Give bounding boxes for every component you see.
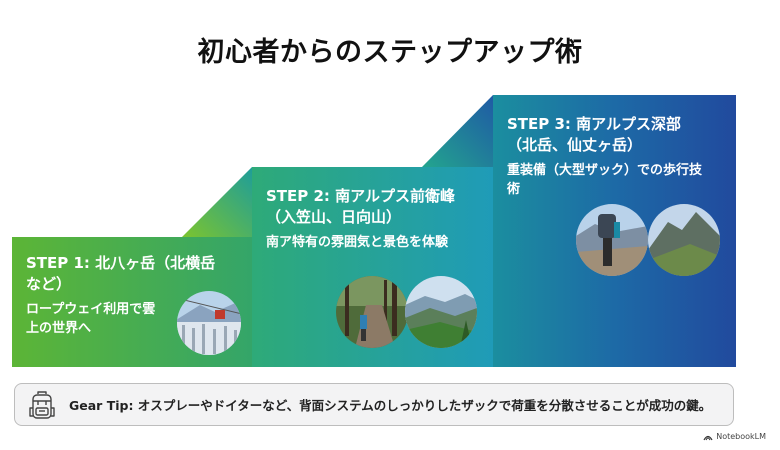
step-1-title-line2: など） [26,275,72,293]
step-1-desc-line2: 上の世界へ [26,321,92,336]
step-3-title: STEP 3: 南アルプス深部 （北岳、仙丈ヶ岳） [507,114,729,156]
step-3-title-line1: STEP 3: 南アルプス深部 [507,115,682,133]
brand-label: NotebookLM [716,432,766,441]
green-mountain-range-photo [405,276,477,348]
notebooklm-logo-icon [703,435,713,440]
step-2-card: STEP 2: 南アルプス前衛峰 （入笠山、日向山） 南ア特有の雰囲気と景色を体… [266,186,486,252]
rocky-peak-photo [648,204,720,276]
step-3-card: STEP 3: 南アルプス深部 （北岳、仙丈ヶ岳） 重装備（大型ザック）での歩行… [507,114,729,199]
backpacker-ridge-photo [576,204,648,276]
step-3-desc-line1: 重装備（大型ザック）での歩行技 [507,163,703,178]
step-2-title-line2: （入笠山、日向山） [266,208,402,226]
step-1-card: STEP 1: 北八ヶ岳（北横岳 など） ロープウェイ利用で雲 上の世界へ [26,253,236,338]
notebooklm-brand: NotebookLM [703,432,766,441]
step-3-title-line2: （北岳、仙丈ヶ岳） [507,136,643,154]
step-3-desc-line2: 術 [507,182,521,197]
step-1-description: ロープウェイ利用で雲 上の世界へ [26,300,236,338]
gear-tip-text: Gear Tip: オスプレーやドイターなど、背面システムのしっかりしたザックで… [69,398,712,413]
gear-tip-box: Gear Tip: オスプレーやドイターなど、背面システムのしっかりしたザックで… [14,383,734,426]
step-2-title-line1: STEP 2: 南アルプス前衛峰 [266,187,456,205]
step-2-description: 南ア特有の雰囲気と景色を体験 [266,233,486,252]
step-1-title-line1: STEP 1: 北八ヶ岳（北横岳 [26,254,216,272]
backpack-icon [29,390,55,419]
step-1-title: STEP 1: 北八ヶ岳（北横岳 など） [26,253,236,295]
forest-trail-hikers-photo [336,276,408,348]
step-2-title: STEP 2: 南アルプス前衛峰 （入笠山、日向山） [266,186,486,228]
step-1-desc-line1: ロープウェイ利用で雲 [26,302,156,317]
step-3-description: 重装備（大型ザック）での歩行技 術 [507,161,729,199]
page-title: 初心者からのステップアップ術 [197,37,583,68]
step-2-desc-line1: 南ア特有の雰囲気と景色を体験 [266,235,449,250]
